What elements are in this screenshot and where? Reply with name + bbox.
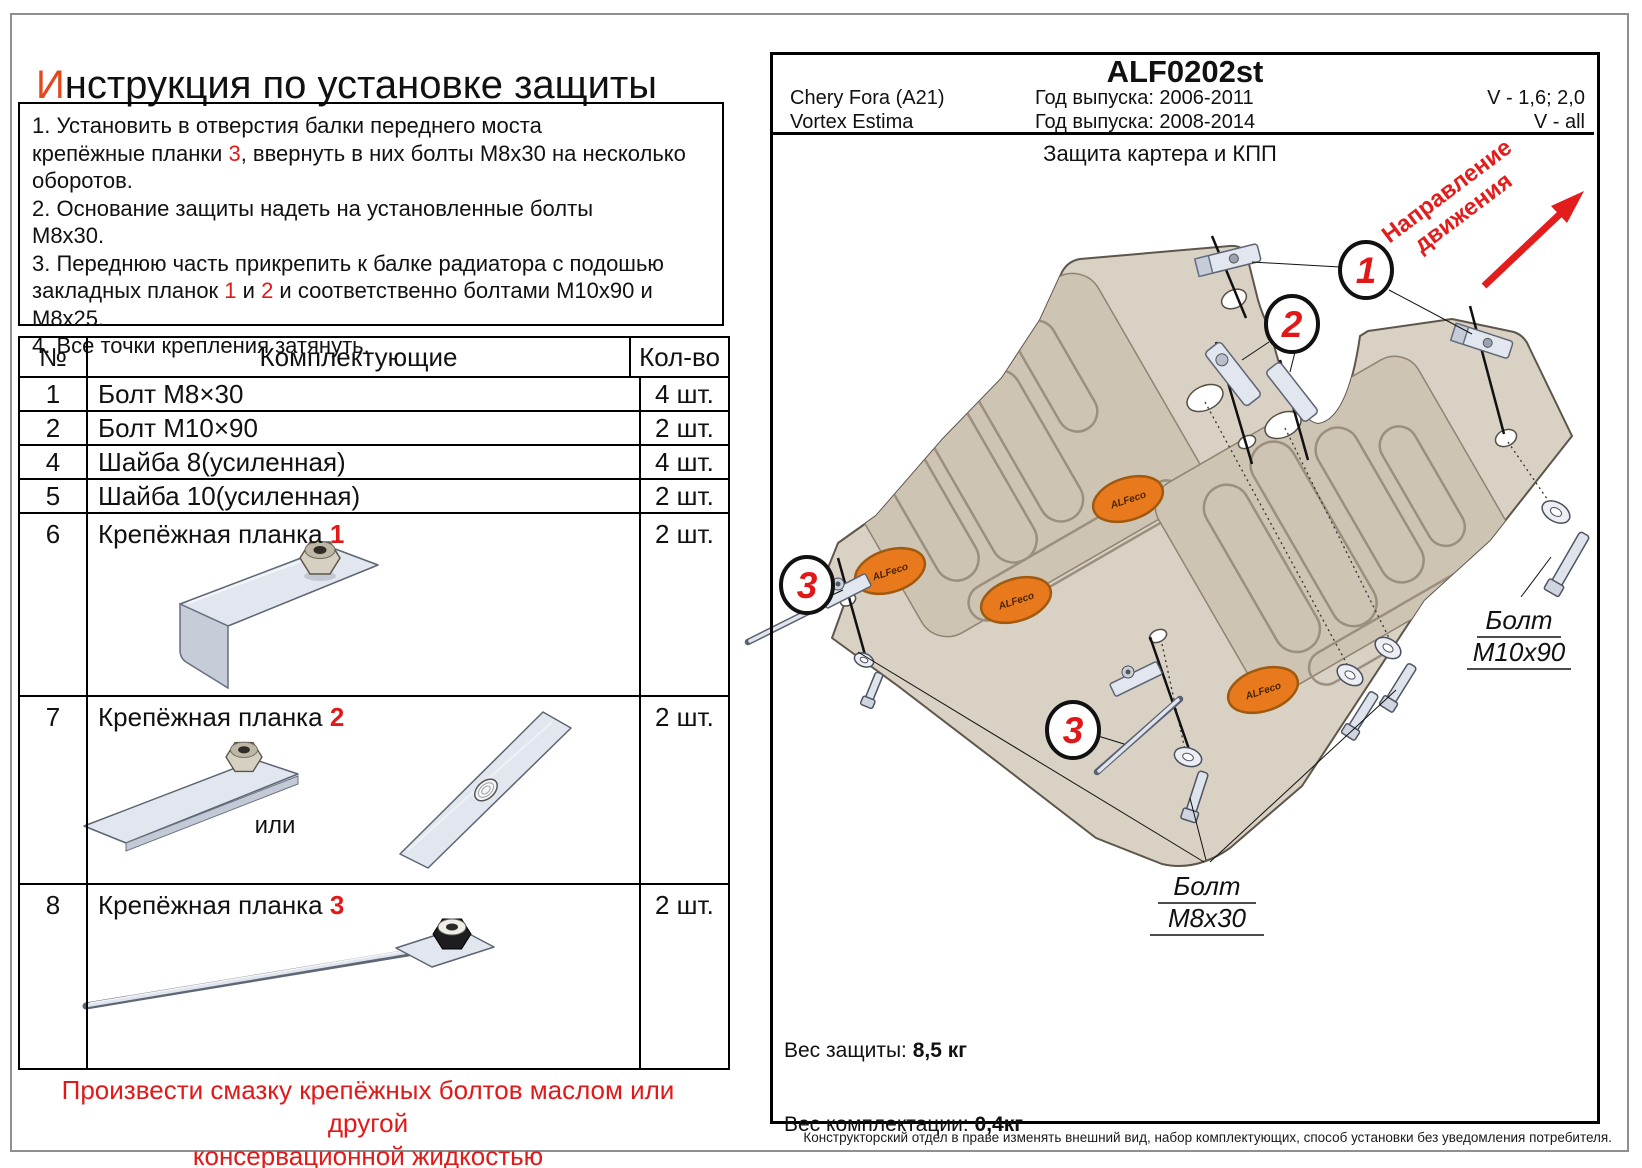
row-name: Болт М10×90 <box>88 412 641 444</box>
lubrication-note: Произвести смазку крепёжных болтов масло… <box>18 1074 718 1168</box>
bolt-m8x30-label: Болт М8х30 <box>1150 871 1264 936</box>
title-lead-letter: И <box>36 62 65 107</box>
plank-2-image-left <box>83 741 299 852</box>
row-qty: 2 шт. <box>655 413 714 443</box>
header-qty: Кол-во <box>639 342 720 372</box>
step-line: крепёжные планки 3, ввернуть в них болты… <box>32 140 686 166</box>
svg-text:Болт: Болт <box>1173 871 1240 901</box>
callout-1-badge: 1 <box>1338 240 1394 300</box>
step-line: 3. Переднюю часть прикрепить к балке рад… <box>32 250 664 276</box>
row-num: 7 <box>20 697 88 883</box>
row-qty: 2 шт. <box>655 890 714 920</box>
svg-text:Болт: Болт <box>1485 605 1552 635</box>
table-header-row: № Комплектующие Кол-во <box>20 338 728 376</box>
row-qty: 2 шт. <box>655 481 714 511</box>
row-name: Крепёжная планка 3 <box>88 885 641 1068</box>
svg-text:М8х30: М8х30 <box>1168 903 1247 933</box>
callout-1-number: 1 <box>1356 250 1377 291</box>
spec-kit-weight: Вес комплектации: 0,4кг <box>784 1112 1023 1136</box>
step-line: 2. Основание защиты надеть на установлен… <box>32 195 593 221</box>
table-row: 6 Крепёжная планка 1 2 шт. <box>20 512 728 695</box>
clamp-plate-1-left <box>1193 243 1262 278</box>
plank-1-image <box>179 541 379 690</box>
bolt-m10x90-label: Болт М10х90 <box>1467 605 1571 670</box>
callout-3b-number: 3 <box>1063 710 1084 751</box>
label-pointer-lines <box>829 261 1552 863</box>
model-engine-2: V - all <box>1533 111 1585 133</box>
specs-block: Вес защиты: 8,5 кг Вес комплектации: 0,4… <box>784 990 1093 1168</box>
row-name: Шайба 8(усиленная) <box>88 446 641 478</box>
clamp-plate-2-right <box>1266 362 1318 422</box>
brand-logo-oval: ALFeco <box>1091 474 1165 524</box>
plank-2-image-right <box>399 711 572 869</box>
callout-2-badge: 2 <box>1264 294 1320 354</box>
callout-3b-badge: 3 <box>1045 700 1101 760</box>
bolt-m8x30-hardware <box>853 636 1417 824</box>
spec-weight: Вес защиты: 8,5 кг <box>784 1039 968 1062</box>
row-name: Крепёжная планка 1 <box>88 514 641 695</box>
table-row: 1 Болт М8×30 4 шт. <box>20 376 728 410</box>
header-name: Комплектующие <box>88 338 631 376</box>
direction-arrow-head <box>1551 191 1584 223</box>
page-border <box>10 13 1629 1152</box>
table-row: 5 Шайба 10(усиленная) 2 шт. <box>20 478 728 512</box>
part-code: ALF0202st <box>1106 54 1264 89</box>
row-qty: 2 шт. <box>655 702 714 732</box>
table-row: 8 Крепёжная планка 3 2 шт. <box>20 883 728 1068</box>
drawing-subtitle: Защита картера и КПП <box>1043 141 1277 166</box>
header-num: № <box>20 338 88 376</box>
or-label: или <box>254 812 296 839</box>
model-years-2: Год выпуска: 2008-2014 <box>1035 111 1256 133</box>
step-line: М8х30. <box>32 223 105 248</box>
row-num: 4 <box>20 446 88 478</box>
bolt-m10x90-hardware <box>1541 500 1590 598</box>
model-name-1: Chery Fora (A21) <box>790 87 945 109</box>
brand-logo-oval: ALFeco <box>979 575 1053 625</box>
plate-mounting-holes <box>839 288 1518 644</box>
row-num: 8 <box>20 885 88 1068</box>
callout-3a-number: 3 <box>797 565 818 606</box>
plank-3-image <box>82 918 495 1010</box>
row-qty: 4 шт. <box>655 447 714 477</box>
title-rest: нструкция по установке защиты <box>64 62 657 107</box>
table-row: 4 Шайба 8(усиленная) 4 шт. <box>20 444 728 478</box>
row-qty: 2 шт. <box>655 519 714 549</box>
step-line: оборотов. <box>32 168 133 193</box>
model-engine-1: V - 1,6; 2,0 <box>1487 87 1585 109</box>
direction-arrow-shaft <box>1481 211 1563 289</box>
row-name: Болт М8×30 <box>88 378 641 410</box>
clamp-rod-bottom <box>1093 661 1184 776</box>
row-qty: 4 шт. <box>655 379 714 409</box>
row-num: 2 <box>20 412 88 444</box>
clamp-plate-1-right <box>1449 322 1514 359</box>
components-table: № Комплектующие Кол-во 1 Болт М8×30 4 шт… <box>18 336 730 1070</box>
svg-text:М10х90: М10х90 <box>1473 637 1566 667</box>
row-name: Шайба 10(усиленная) <box>88 480 641 512</box>
lubrication-note-line1: Произвести смазку крепёжных болтов масло… <box>61 1075 675 1138</box>
model-name-2: Vortex Estima <box>790 111 914 133</box>
page-title: Инструкция по установке защиты <box>36 63 657 108</box>
callout-2-number: 2 <box>1281 304 1303 345</box>
step-line: 1. Установить в отверстия балки переднег… <box>32 113 542 138</box>
clamp-plate-2-left <box>1205 341 1261 407</box>
step-line: закладных планок 1 и 2 и соответственно … <box>32 278 653 331</box>
row-num: 6 <box>20 514 88 695</box>
row-name: Крепёжная планка 2 <box>88 697 641 883</box>
model-years-1: Год выпуска: 2006-2011 <box>1035 87 1254 109</box>
callout-3a-badge: 3 <box>779 555 835 615</box>
table-row: 2 Болт М10×90 2 шт. <box>20 410 728 444</box>
lubrication-note-line2: консервационной жидкостью <box>192 1141 544 1168</box>
row-num: 5 <box>20 480 88 512</box>
installation-steps: 1. Установить в отверстия балки переднег… <box>18 102 724 358</box>
assembly-axis-lines <box>1161 401 1553 751</box>
header-divider <box>773 132 1594 135</box>
brand-logo-oval: ALFeco <box>1226 665 1300 715</box>
brand-logo-oval: ALFeco <box>853 546 927 596</box>
row-num: 1 <box>20 378 88 410</box>
disclaimer-footer: Конструкторский отдел в праве изменять в… <box>803 1130 1612 1145</box>
drawing-panel-border <box>770 52 1600 1124</box>
table-row: 7 Крепёжная планка 2 2 шт. <box>20 695 728 883</box>
